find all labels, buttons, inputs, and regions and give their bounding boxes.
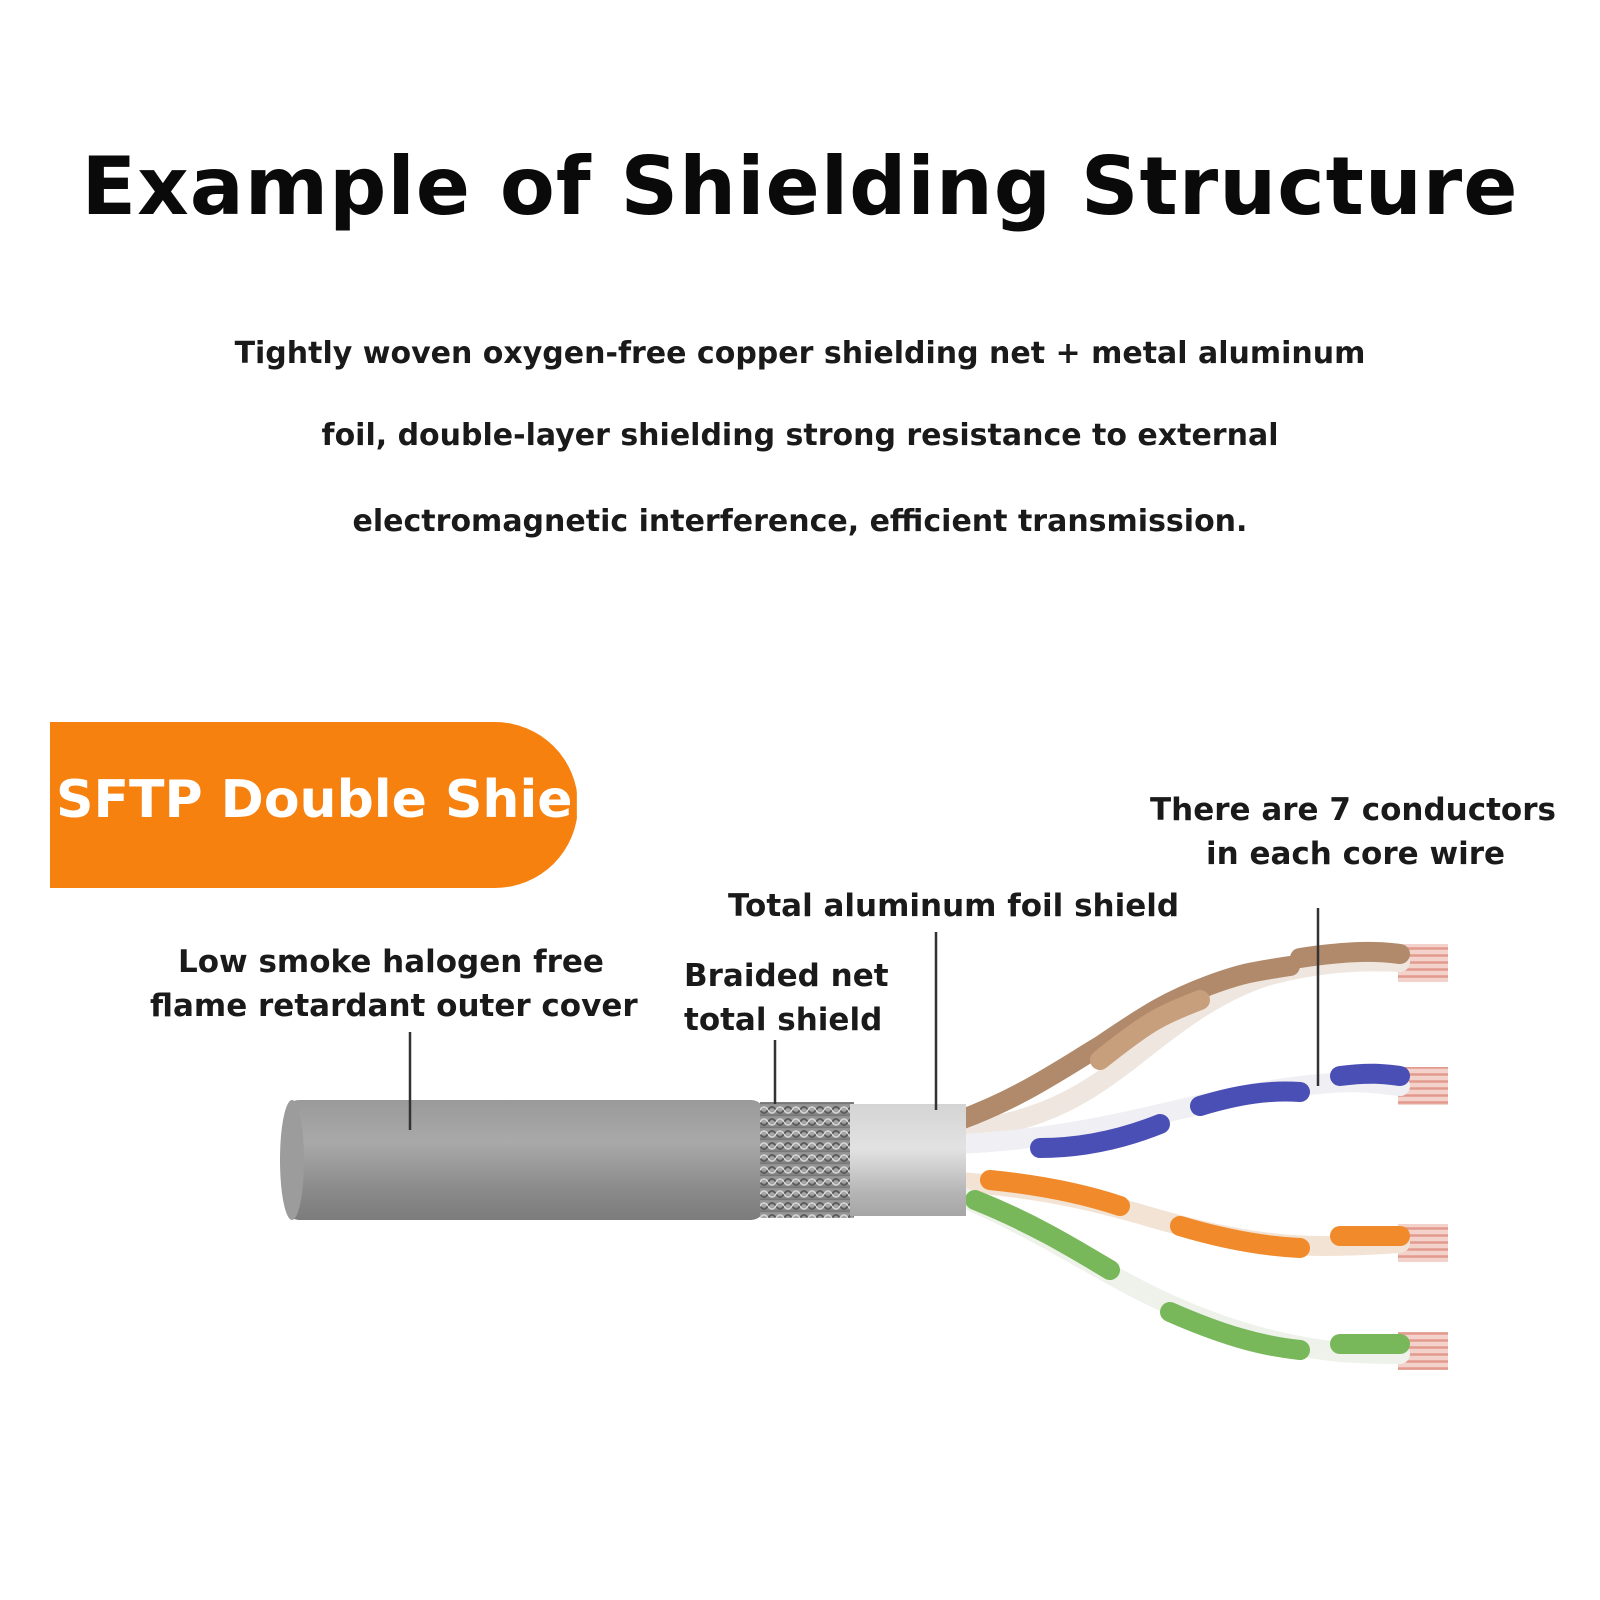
conductors-callout-line-1: There are 7 conductors — [1150, 792, 1556, 828]
pair-orange — [950, 1170, 1410, 1258]
sftp-badge — [50, 722, 578, 888]
pair-brown — [950, 941, 1410, 1142]
outer-jacket — [285, 1100, 765, 1220]
leader-lines — [408, 908, 1320, 1130]
page-title: Example of Shielding Structure — [81, 140, 1519, 233]
pair-blue — [950, 1063, 1410, 1158]
description-line-2: foil, double-layer shielding strong resi… — [321, 418, 1279, 453]
sftp-badge-label: SFTP Double Shield — [56, 770, 628, 830]
braided-net-callout-line-1: Braided net — [684, 958, 889, 994]
outer-cover-callout-line-2: flame retardant outer cover — [150, 988, 638, 1024]
foil-shield-callout: Total aluminum foil shield — [728, 888, 1180, 924]
jacket-end — [280, 1100, 304, 1220]
outer-cover-callout: Low smoke halogen free — [176, 940, 604, 984]
description-line-3: electromagnetic interference, efficient … — [352, 504, 1248, 539]
conductors-callout-line-2: in each core wire — [1206, 836, 1506, 872]
conductor-ends — [1398, 944, 1448, 1370]
pair-green — [950, 1186, 1410, 1364]
braided-net-callout-line-2: total shield — [684, 1002, 883, 1038]
outer-cover-callout-line-1: Low smoke halogen free — [178, 944, 604, 980]
twisted-pairs — [950, 941, 1410, 1364]
braided-net — [760, 1102, 854, 1218]
cable-body — [280, 1100, 966, 1220]
description-line-1: Tightly woven oxygen-free copper shieldi… — [234, 336, 1366, 371]
aluminum-foil — [850, 1104, 966, 1216]
